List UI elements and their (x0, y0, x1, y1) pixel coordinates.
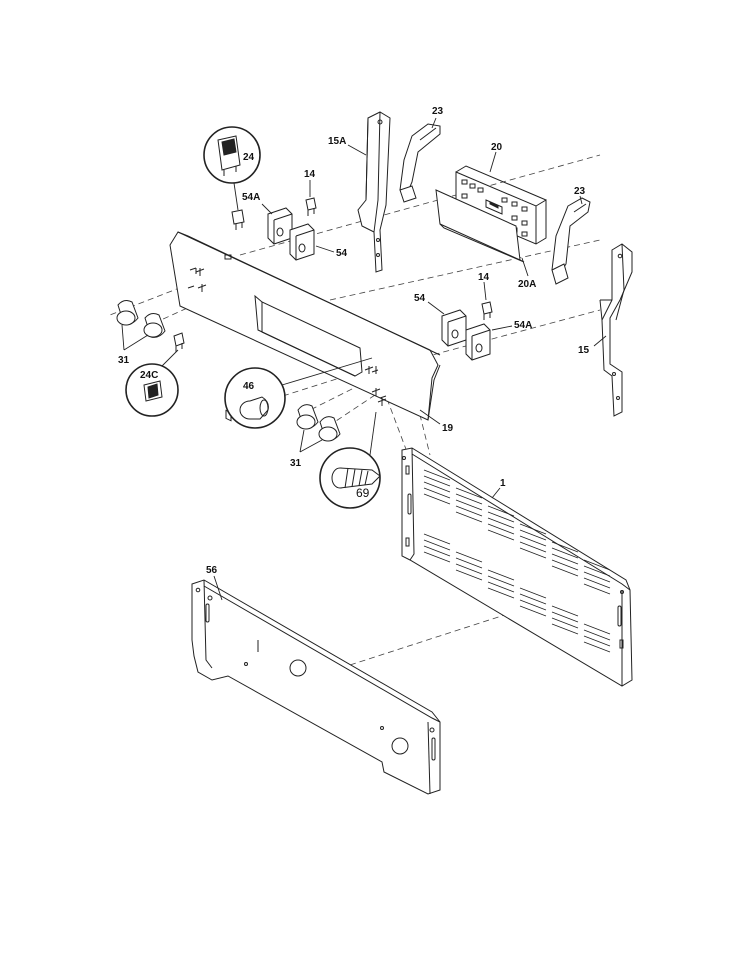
callout-46 (224, 367, 286, 429)
overlay-20a (435, 189, 525, 263)
switch-24c-small (173, 332, 185, 352)
trim-clip-23-left (399, 123, 441, 203)
label-54a-right: 54A (514, 320, 532, 331)
label-46: 46 (243, 381, 255, 392)
label-23-left: 23 (432, 106, 444, 117)
screws-right (364, 366, 387, 406)
screws-left (195, 268, 207, 292)
knob-31-left-a (116, 300, 139, 326)
label-15: 15 (578, 345, 590, 356)
label-31-left: 31 (118, 355, 130, 366)
label-31-bottom: 31 (290, 458, 302, 469)
label-1: 1 (500, 478, 506, 489)
connector-14-top (305, 197, 317, 216)
rear-panel-1 (401, 447, 633, 687)
knob-31-bottom-a (296, 404, 319, 430)
connector-14-right (481, 301, 493, 320)
label-54a-top: 54A (242, 192, 260, 203)
lower-bracket-56 (191, 579, 441, 795)
label-14-right: 14 (478, 272, 490, 283)
label-54-right: 54 (414, 293, 426, 304)
trim-clip-23-right (551, 197, 591, 285)
label-56: 56 (206, 565, 218, 576)
knob-31-left-b (143, 313, 166, 338)
switch-54a-right (465, 323, 491, 361)
side-bracket-15 (599, 243, 633, 417)
label-15a: 15A (328, 136, 346, 147)
rear-panel-vents-top (423, 469, 611, 595)
label-54-top: 54 (336, 248, 348, 259)
screw-69 (331, 467, 381, 489)
indicator-light-46 (239, 396, 269, 420)
label-14-top: 14 (304, 169, 316, 180)
knob-31-bottom-b (318, 416, 341, 442)
rear-panel-vents-bottom (423, 533, 611, 653)
side-bracket-15a (357, 111, 391, 273)
label-20a: 20A (518, 279, 536, 290)
clock-control-board-20 (455, 165, 547, 245)
label-24c: 24C (140, 370, 158, 381)
label-24: 24 (243, 152, 255, 163)
label-69: 69 (356, 486, 370, 500)
label-20: 20 (491, 142, 503, 153)
switch-24c-enlarged (143, 380, 163, 402)
switch-54-top (289, 223, 315, 261)
rocker-switch-24 (217, 135, 241, 176)
switch-24-small (231, 209, 245, 230)
label-19: 19 (442, 423, 454, 434)
switch-54-right (441, 309, 467, 347)
control-panel-19 (169, 231, 441, 422)
label-23-right: 23 (574, 186, 586, 197)
